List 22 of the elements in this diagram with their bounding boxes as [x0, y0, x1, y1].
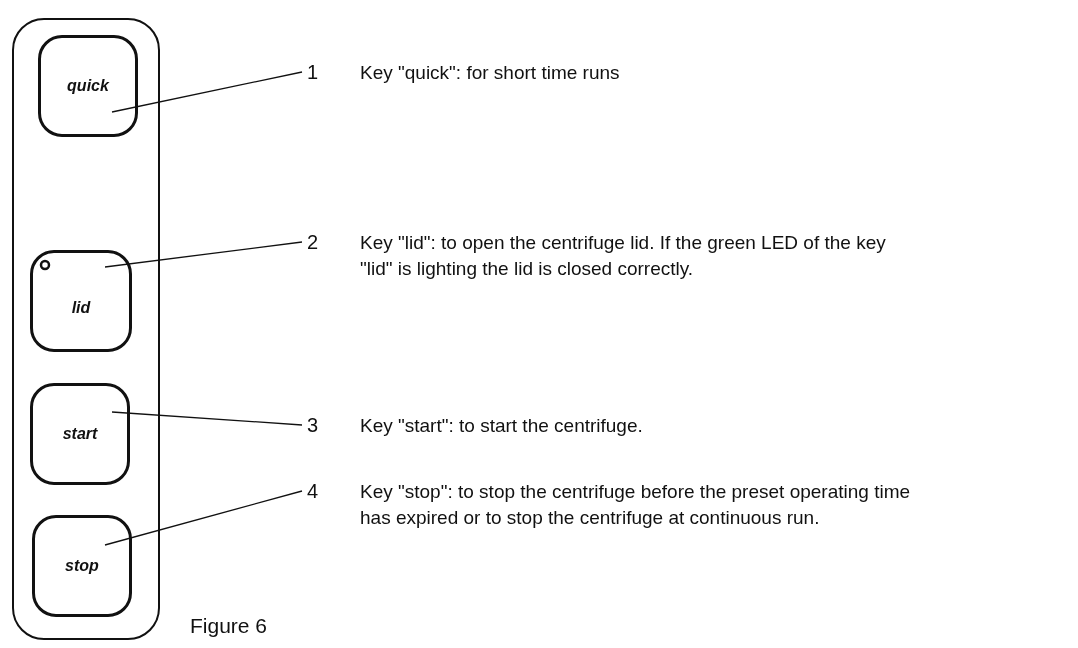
callout-number: 1	[307, 60, 327, 84]
key-label: stop	[65, 557, 99, 575]
leader-line	[111, 411, 303, 426]
callout-description: Key "lid": to open the centrifuge lid. If the green LED of the key "lid" is lighting the lid is closed correctly.	[360, 231, 887, 281]
callout-number: 2	[307, 230, 327, 254]
callout-description: Key "start": to start the centrifuge.	[360, 414, 644, 438]
key-label: lid	[71, 299, 91, 317]
callout-number: 3	[307, 413, 327, 437]
key-button	[30, 250, 132, 352]
callout-description: Key "quick": for short time runs	[360, 61, 621, 85]
key-button	[38, 35, 138, 137]
keypad-panel	[12, 18, 160, 640]
callout-number: 4	[307, 479, 327, 503]
key-label: quick	[67, 77, 109, 95]
callout-description: Key "stop": to stop the centrifuge before the preset operating time has expired or to stop the centrifuge at continuous run.	[360, 480, 912, 530]
key-label: start	[62, 425, 98, 443]
leader-line	[104, 490, 303, 546]
key-button	[30, 383, 130, 485]
leader-line	[104, 241, 303, 268]
figure-caption: Figure 6	[190, 614, 268, 638]
leader-line	[111, 71, 303, 113]
key-button	[32, 515, 132, 617]
